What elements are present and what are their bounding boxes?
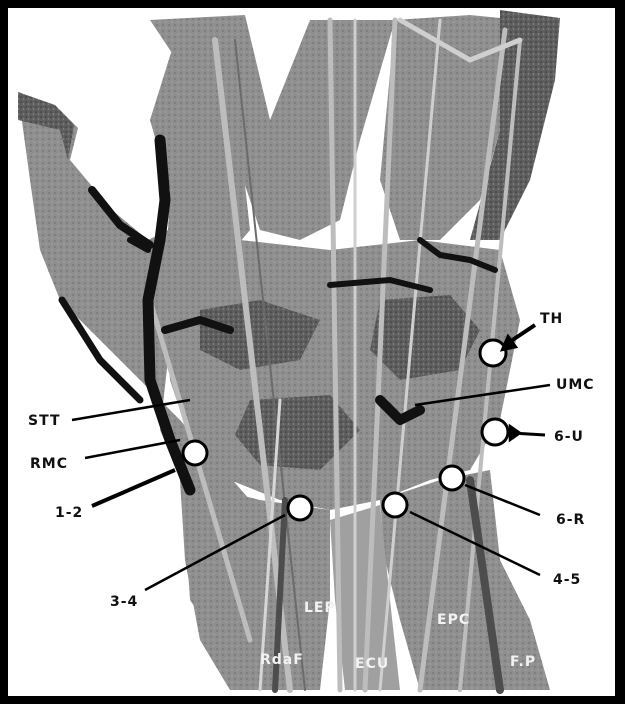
portal-3-4-circle xyxy=(288,496,312,520)
label-6-r: 6-R xyxy=(556,512,585,528)
label-epc: EPC xyxy=(437,612,470,628)
label-3-4: 3-4 xyxy=(110,594,138,610)
label-rmc: RMC xyxy=(30,456,68,472)
label-6-u: 6-U xyxy=(554,429,584,445)
label-lep: LEP xyxy=(304,600,336,616)
label-1-2: 1-2 xyxy=(55,505,83,521)
label-stt: STT xyxy=(28,413,61,429)
portal-6-r-circle xyxy=(440,466,464,490)
portal-6-u-circle xyxy=(482,419,508,445)
label-th: TH xyxy=(540,311,563,327)
label-rdaf: RdaF xyxy=(260,652,304,668)
label-ecu: ECU xyxy=(355,656,389,672)
label-4-5: 4-5 xyxy=(553,572,581,588)
portal-4-5-circle xyxy=(383,493,407,517)
label-umc: UMC xyxy=(556,377,595,393)
portal-th-circle xyxy=(480,340,506,366)
portal-1-2-circle xyxy=(183,441,207,465)
label-fp: F.P xyxy=(510,654,536,670)
